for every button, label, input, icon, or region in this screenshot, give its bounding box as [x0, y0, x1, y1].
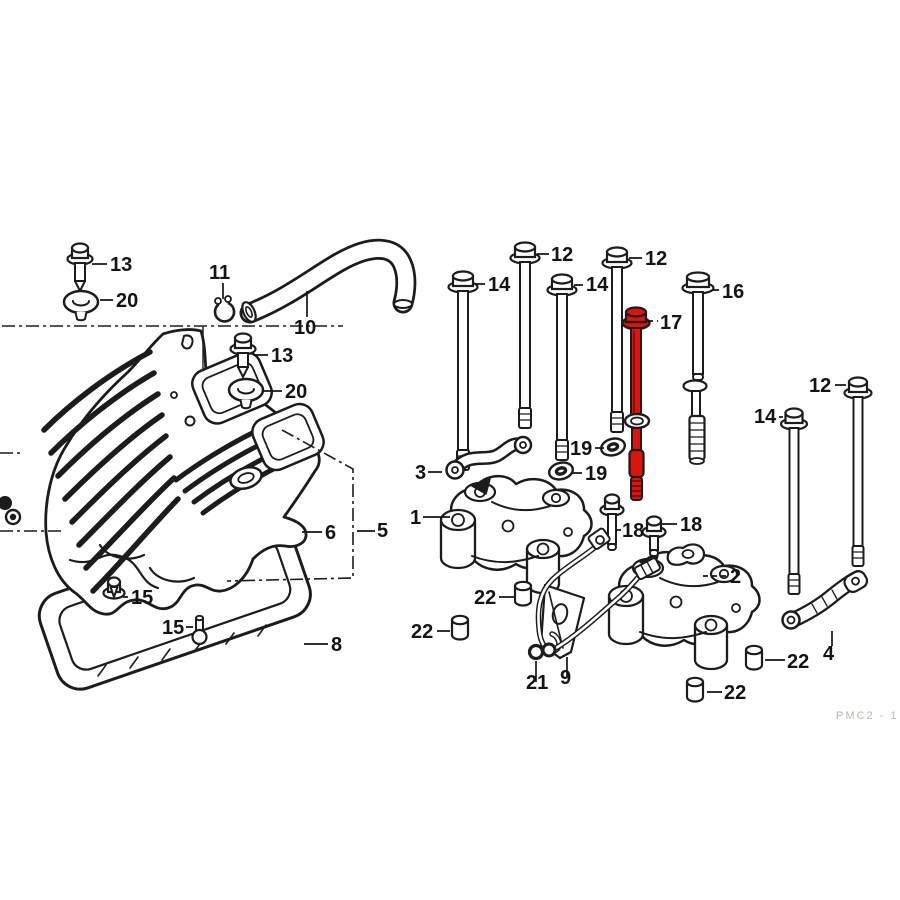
sheet-code-watermark: PMC2 - 1 — [836, 710, 898, 722]
assembly-chain-lines — [0, 325, 354, 582]
part-14-bolt-a — [447, 270, 479, 471]
part-11-clamp — [213, 295, 236, 323]
part-label-14-a: 14 — [488, 274, 511, 296]
part-21-oring — [527, 643, 545, 661]
part-label-14-r: 14 — [754, 406, 777, 428]
part-17-bolt-highlighted — [621, 306, 651, 501]
part-label-17-highlighted: 17 — [660, 312, 682, 334]
part-label-22-b: 22 — [411, 621, 433, 643]
part-19-washer-a — [599, 437, 627, 457]
part-3-link-plate — [445, 435, 533, 480]
part-label-20-a: 20 — [116, 290, 138, 312]
part-label-4: 4 — [823, 643, 835, 665]
part-label-1: 1 — [410, 507, 421, 529]
part-13-bolt-b — [229, 332, 257, 378]
dashed-leader-lines — [648, 320, 727, 577]
edge-fragment-parts — [0, 496, 22, 526]
part-1-rocker-holder — [439, 475, 593, 595]
part-label-16: 16 — [722, 281, 744, 303]
part-label-19-b: 19 — [585, 463, 607, 485]
part-16-stud-bolt — [681, 271, 715, 465]
part-label-13-b: 13 — [271, 345, 293, 367]
part-19-washer-b — [547, 461, 575, 481]
part-label-5: 5 — [377, 520, 388, 542]
part-label-9: 9 — [560, 667, 571, 689]
part-label-15-a: 15 — [131, 587, 153, 609]
part-label-20-b: 20 — [285, 381, 307, 403]
part-label-18-b: 18 — [680, 514, 702, 536]
part-label-13-a: 13 — [110, 254, 132, 276]
diagram-art — [0, 238, 873, 703]
part-18-bolt-a — [599, 493, 625, 551]
part-12-bolt-right — [843, 376, 873, 567]
part-12-bolt-a — [509, 241, 541, 429]
part-2-rocker-holder — [607, 543, 761, 671]
part-number-labels: 13 20 11 10 13 20 6 5 15 15 8 14 12 14 1… — [110, 244, 898, 722]
part-label-8: 8 — [331, 634, 342, 656]
part-label-2: 2 — [730, 566, 741, 588]
part-15-bolt-b — [191, 614, 208, 646]
part-10-breather-hose — [239, 238, 417, 324]
part-label-14-b: 14 — [586, 274, 609, 296]
leader-lines — [92, 253, 846, 693]
part-12-bolt-b — [601, 246, 633, 433]
part-4-stay-bracket — [781, 570, 869, 630]
part-15-bolt-a — [102, 576, 126, 600]
part-label-11: 11 — [209, 262, 230, 284]
part-20-washer-b — [227, 377, 265, 410]
part-label-15-b: 15 — [162, 617, 184, 639]
part-label-18-a: 18 — [622, 520, 644, 542]
part-label-22-d: 22 — [724, 682, 746, 704]
part-14-bolt-right — [779, 407, 809, 595]
part-label-12-a: 12 — [551, 244, 573, 266]
part-label-6: 6 — [325, 522, 336, 544]
part-22-collars — [450, 580, 764, 703]
part-label-19-a: 19 — [570, 438, 592, 460]
part-label-21: 21 — [526, 672, 548, 694]
part-18-bolt-b — [641, 515, 667, 557]
part-14-bolt-b — [546, 273, 578, 461]
part-label-10: 10 — [294, 317, 316, 339]
part-9-breather-tube — [535, 527, 661, 660]
part-20-washer-a — [62, 289, 100, 322]
part-label-22-c: 22 — [787, 651, 809, 673]
part-13-bolt-a — [66, 242, 94, 292]
part-label-22-a: 22 — [474, 587, 496, 609]
part-label-12-r: 12 — [809, 375, 831, 397]
part-label-3: 3 — [415, 462, 426, 484]
part-label-12-b: 12 — [645, 248, 667, 270]
